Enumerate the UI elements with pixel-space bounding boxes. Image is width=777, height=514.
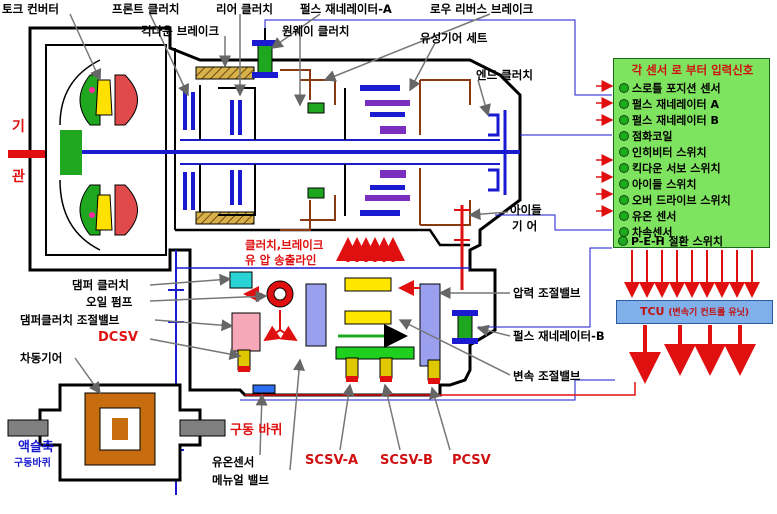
sensor-dot-icon [619,99,629,109]
kickdown-brake-band-lower [195,211,255,225]
label-axle-2: 구동바퀴 [14,458,51,469]
front-clutch [183,85,201,218]
sensor-input-arrows [596,80,614,217]
label-torque-converter: 토크 컨버터 [2,2,59,16]
label-axle-1: 액슬축 [18,440,54,455]
label-damper-clutch: 댐퍼 클러치 [72,278,129,292]
panel-to-tcu-arrows [624,250,760,298]
label-oneway-clutch: 원웨이 클러치 [282,24,350,38]
idle-gear [454,205,470,290]
sensor-item: 차속센서 [619,224,672,240]
label-low-reverse-brake: 로우 리버스 브레이크 [430,2,534,16]
label-idle-gear-1: 아이들 [510,203,542,217]
label-front-clutch: 프론트 클러치 [112,2,180,16]
label-end-clutch: 엔드 클러치 [476,68,533,82]
main-shaft [82,139,520,165]
label-shift-control-valve: 변속 조절밸브 [513,369,581,383]
tcu-label: TCU [639,305,665,318]
label-drive-wheel: 구동 바퀴 [230,423,283,438]
label-pcsv: PCSV [452,453,491,468]
label-scsv-a: SCSV-A [305,453,359,468]
label-engine-1: 기 [12,119,25,135]
engine-shaft [8,150,48,158]
label-clutch-brake-1: 클러치,브레이크 [245,238,324,252]
label-planetary-gear-set: 유성기어 세트 [420,31,488,45]
damper-clutch-block [229,271,253,289]
sensor-dot-icon [619,131,629,141]
leader-lines [69,13,511,471]
label-clutch-brake-2: 유 압 송출라인 [245,253,317,267]
pcsv-solenoid [427,359,441,381]
label-pulse-generator-a: 펄스 재네레이터-A [300,2,392,16]
label-kickdown-brake: 킥다운 브레이크 [141,24,220,38]
sensor-dot-icon [619,163,629,173]
sensor-item: 점화코일 [619,128,672,144]
label-oil-temp-sensor: 유온센서 [212,455,255,469]
label-rear-clutch: 리어 클러치 [216,2,273,16]
pulse-generator-b [457,313,473,341]
sensor-item: 인히비터 스위치 [619,144,707,160]
sensor-wiring [264,19,612,328]
scsv-valve-left [305,283,327,347]
sensor-dot-icon [619,211,629,221]
sensor-item: P-E-H 절환 스위치 [618,233,723,249]
label-pressure-control-valve: 압력 조절밸브 [513,286,581,300]
kickdown-brake-band [195,66,255,80]
pcsv-valve-right [419,283,441,367]
sensor-item: 킥다운 서보 스위치 [619,160,721,176]
label-scsv-b: SCSV-B [380,453,433,468]
scsv-b-solenoid [379,357,393,379]
rear-clutch [218,87,256,216]
tcu-sub: (변속기 컨트롤 유닛) [668,308,750,318]
end-clutch [488,110,507,195]
valve-body [168,250,636,495]
damper-control-valve-block [231,312,261,352]
sensor-dot-icon [619,115,629,125]
differential [7,383,226,482]
sensor-panel-title: 각 센서 로 부터 입력신호 [631,63,754,77]
label-idle-gear-2: 기 어 [512,219,538,233]
sensor-item: 유온 센서 [619,208,676,224]
oil-temp-sensor-block [252,384,276,394]
hydraulic-output-arrows [336,237,405,262]
label-dcsv: DCSV [98,330,138,345]
tcu-box: TCU (변속기 컨트롤 유닛) [616,300,773,324]
sensor-item: 스로틀 포지션 센서 [619,80,721,96]
label-pulse-generator-b: 펄스 재네레이터-B [513,329,605,343]
pulse-generator-a [252,28,278,78]
tcu-output-arrows [629,325,756,384]
sensor-dot-icon [619,195,629,205]
label-engine-2: 관 [12,169,25,185]
sensor-dot-icon [619,147,629,157]
label-differential-gear: 차동기어 [20,351,63,365]
sensor-input-panel: 각 센서 로 부터 입력신호 스로틀 포지션 센서 펄스 재네레이터 A 펄스 … [613,58,770,248]
label-oil-pump: 오일 펌프 [86,295,133,309]
label-damper-control-valve: 댐퍼클러치 조절밸브 [20,313,120,327]
scsv-a-solenoid [345,357,359,379]
sensor-item: 오버 드라이브 스위치 [619,192,731,208]
label-manual-valve: 메뉴얼 밸브 [212,473,269,487]
sensor-item: 펄스 재네레이터 B [619,112,719,128]
sensor-dot-icon [619,83,629,93]
sensor-dot-icon [618,236,628,246]
sensor-dot-icon [619,179,629,189]
sensor-item: 아이들 스위치 [619,176,697,192]
sensor-item: 펄스 재네레이터 A [619,96,719,112]
